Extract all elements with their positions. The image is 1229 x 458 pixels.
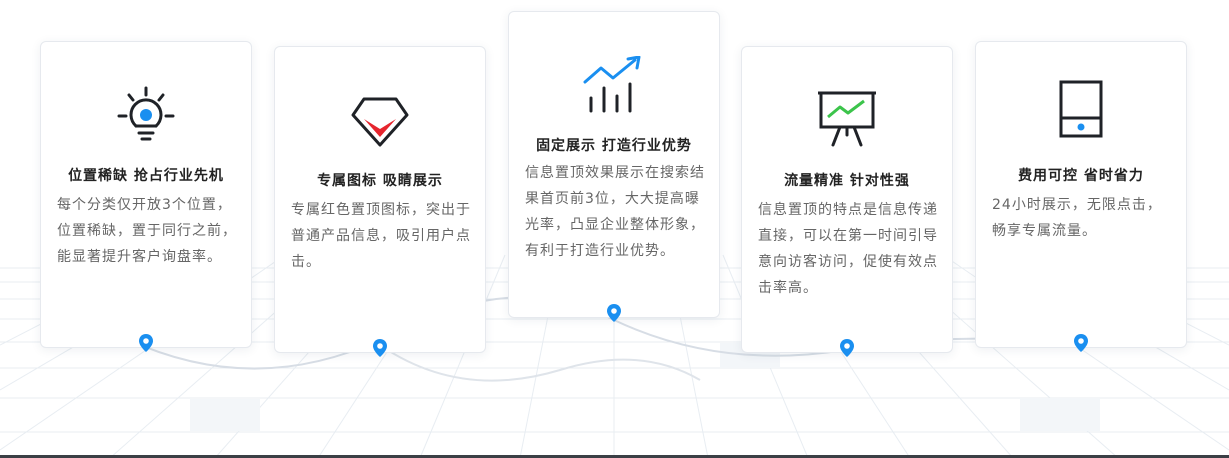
card-title: 位置稀缺 抢占行业先机 bbox=[68, 168, 224, 184]
lightbulb-icon bbox=[41, 86, 251, 146]
card-description: 每个分类仅开放3个位置，位置稀缺，置于同行之前，能显著提升客户询盘率。 bbox=[57, 197, 237, 265]
feature-card-2: 专属图标 吸睛展示 专属红色置顶图标，突出于普通产品信息，吸引用户点击。 bbox=[274, 46, 486, 357]
location-pin-icon[interactable] bbox=[976, 334, 1186, 352]
location-pin-icon[interactable] bbox=[509, 304, 719, 322]
card-description: 信息置顶效果展示在搜索结果首页前3位，大大提高曝光率，凸显企业整体形象，有利于打… bbox=[525, 165, 705, 259]
feature-card-5: 费用可控 省时省力 24小时展示，无限点击，畅享专属流量。 bbox=[975, 41, 1187, 352]
card-description: 24小时展示，无限点击，畅享专属流量。 bbox=[992, 197, 1162, 239]
mobile-phone-icon bbox=[976, 80, 1186, 138]
card-title: 专属图标 吸睛展示 bbox=[317, 173, 443, 189]
card-title: 流量精准 针对性强 bbox=[784, 173, 910, 189]
trend-chart-icon bbox=[509, 56, 719, 114]
feature-card-3: 固定展示 打造行业优势 信息置顶效果展示在搜索结果首页前3位，大大提高曝光率，凸… bbox=[508, 11, 720, 322]
card-title: 固定展示 打造行业优势 bbox=[536, 138, 692, 154]
feature-card-1: 位置稀缺 抢占行业先机 每个分类仅开放3个位置，位置稀缺，置于同行之前，能显著提… bbox=[40, 41, 252, 352]
presentation-board-icon bbox=[742, 87, 952, 149]
bottom-divider bbox=[0, 455, 1229, 458]
feature-card-4: 流量精准 针对性强 信息置顶的特点是信息传递直接，可以在第一时间引导意向访客访问… bbox=[741, 46, 953, 357]
location-pin-icon[interactable] bbox=[742, 339, 952, 357]
card-title: 费用可控 省时省力 bbox=[1018, 168, 1144, 184]
card-description: 专属红色置顶图标，突出于普通产品信息，吸引用户点击。 bbox=[291, 202, 471, 270]
card-description: 信息置顶的特点是信息传递直接，可以在第一时间引导意向访客访问，促使有效点击率高。 bbox=[758, 202, 938, 296]
location-pin-icon[interactable] bbox=[41, 334, 251, 352]
location-pin-icon[interactable] bbox=[275, 339, 485, 357]
diamond-icon bbox=[275, 95, 485, 151]
